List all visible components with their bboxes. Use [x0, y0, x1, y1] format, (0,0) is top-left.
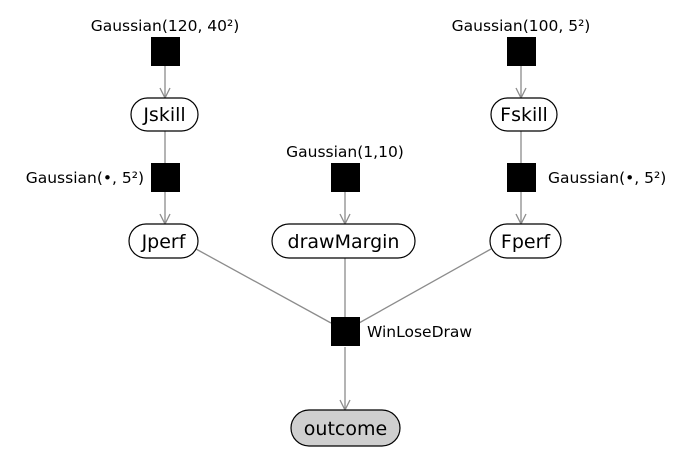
draw-margin-label: drawMargin — [288, 231, 400, 253]
variable-nodes: Jskill Fskill Jperf drawMargin Fperf out… — [128, 97, 562, 447]
jperf-label: Jperf — [141, 231, 187, 253]
jskill-prior-label: Gaussian(120, 40²) — [91, 17, 240, 35]
edge-jperf-to-win-lose-draw — [195, 248, 332, 324]
jperf-noise-factor — [151, 163, 180, 192]
fperf-label: Fperf — [501, 231, 551, 253]
factors — [151, 37, 536, 346]
edge-fperf-to-win-lose-draw — [358, 248, 492, 324]
draw-margin-prior-label: Gaussian(1,10) — [286, 143, 404, 161]
win-lose-draw-label: WinLoseDraw — [367, 323, 472, 341]
fperf-node: Fperf — [489, 223, 562, 259]
fskill-node: Fskill — [490, 97, 558, 132]
outcome-label: outcome — [304, 418, 387, 440]
jskill-prior-factor — [151, 37, 180, 66]
draw-margin-prior-factor — [331, 163, 360, 192]
win-lose-draw-factor — [331, 317, 360, 346]
jskill-node: Jskill — [130, 97, 199, 132]
fperf-noise-factor — [507, 163, 536, 192]
factor-labels: Gaussian(120, 40²) Gaussian(100, 5²) Gau… — [26, 17, 667, 341]
fskill-prior-label: Gaussian(100, 5²) — [452, 17, 591, 35]
fperf-noise-label: Gaussian(•, 5²) — [548, 169, 666, 187]
jperf-noise-label: Gaussian(•, 5²) — [26, 169, 144, 187]
draw-margin-node: drawMargin — [271, 223, 416, 259]
jperf-node: Jperf — [128, 223, 199, 259]
outcome-node: outcome — [290, 409, 401, 447]
jskill-label: Jskill — [142, 104, 185, 126]
fskill-label: Fskill — [500, 104, 548, 126]
edges — [165, 66, 521, 410]
fskill-prior-factor — [507, 37, 536, 66]
